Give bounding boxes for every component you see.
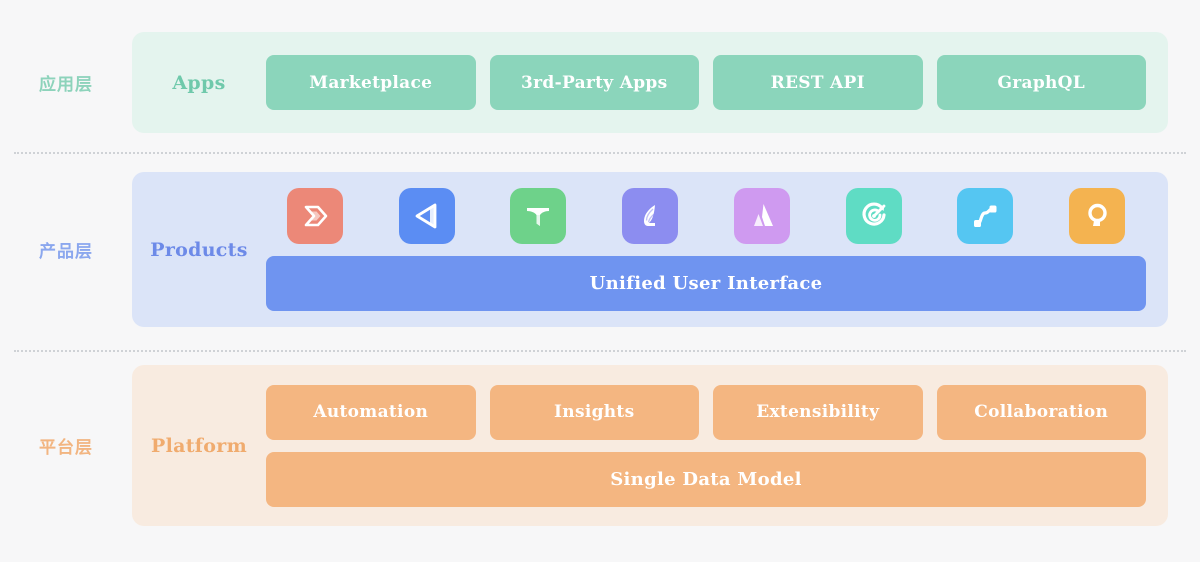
target-arrow-icon[interactable] [845,188,902,244]
product-icon-2[interactable] [378,188,476,244]
platform-chip-row: Automation Insights Extensibility Collab… [266,384,1146,440]
chip-collaboration[interactable]: Collaboration [936,384,1146,440]
product-icon-row [266,188,1146,244]
product-icon-5[interactable] [713,188,811,244]
layer-band-apps: Apps Marketplace 3rd-Party Apps REST API… [132,32,1168,133]
apps-chip-row: Marketplace 3rd-Party Apps REST API Grap… [266,55,1146,110]
zoho-chevron-icon[interactable] [286,188,343,244]
product-icon-7[interactable] [937,188,1035,244]
workflow-curve-icon[interactable] [957,188,1014,244]
feather-quill-icon[interactable] [622,188,679,244]
layer-side-label-platform: 平台层 [39,438,93,458]
layer-title-platform: Platform [151,434,247,457]
product-icon-1[interactable] [266,188,364,244]
layer-apps: 应用层 Apps Marketplace 3rd-Party Apps REST… [0,32,1200,133]
product-icon-4[interactable] [601,188,699,244]
product-icon-8[interactable] [1048,188,1146,244]
layer-platform: 平台层 Platform Automation Insights Extensi… [0,365,1200,526]
layer-side-label-apps: 应用层 [39,75,93,95]
divider-products-platform [14,350,1186,352]
chip-extensibility[interactable]: Extensibility [713,384,923,440]
layer-title-products: Products [150,238,248,261]
chip-insights[interactable]: Insights [489,384,699,440]
chip-automation[interactable]: Automation [266,384,476,440]
layer-side-label-products: 产品层 [39,242,93,262]
layer-content-products: Unified User Interface [266,188,1146,311]
layer-band-platform: Platform Automation Insights Extensibili… [132,365,1168,526]
product-icon-3[interactable] [490,188,588,244]
divider-apps-products [14,152,1186,154]
single-data-model-bar[interactable]: Single Data Model [266,451,1146,507]
t-letter-icon[interactable] [510,188,567,244]
product-icon-6[interactable] [825,188,923,244]
layer-products: 产品层 Products [0,172,1200,327]
chip-marketplace[interactable]: Marketplace [266,55,476,110]
chip-rest-api[interactable]: REST API [713,55,923,110]
layer-band-products: Products [132,172,1168,327]
triangle-play-icon[interactable] [398,188,455,244]
magnifier-q-icon[interactable] [1069,188,1126,244]
unified-user-interface-bar[interactable]: Unified User Interface [266,256,1146,311]
layer-content-apps: Marketplace 3rd-Party Apps REST API Grap… [266,55,1146,110]
layer-title-apps: Apps [172,71,226,94]
chip-3rd-party-apps[interactable]: 3rd-Party Apps [489,55,699,110]
chip-graphql[interactable]: GraphQL [936,55,1146,110]
atlassian-a-icon[interactable] [733,188,790,244]
layer-content-platform: Automation Insights Extensibility Collab… [266,384,1146,507]
